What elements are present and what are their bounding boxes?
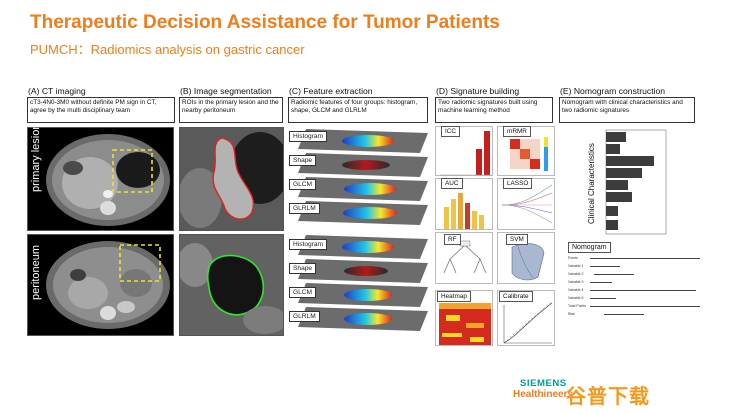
feature-layer-glcm-bottom (298, 283, 428, 307)
nomogram-row-label: Points (568, 256, 578, 260)
clinical-bar-chart (605, 129, 667, 235)
healthineers-brand: Healthineers (513, 389, 574, 400)
section-d-heading: (D) Signature building (436, 86, 520, 96)
feature-label-glrlm-top: GLRLM (289, 203, 320, 214)
nomogram-row-label: Variable 2 (568, 272, 584, 276)
rf-plot (435, 232, 493, 284)
nomogram-chart: Points Variable 1 Variable 2 Variable 3 … (568, 256, 706, 318)
nomogram-row-label: Total Points (568, 304, 587, 308)
section-c-description: Radiomic features of four groups: histog… (288, 97, 428, 123)
method-label-heatmap: Heatmap (437, 291, 471, 302)
nomogram-row-label: Risk (568, 312, 575, 316)
siemens-brand: SIEMENS (520, 378, 567, 389)
feature-layer-glrlm-bottom (298, 307, 428, 331)
label-primary-lesion: primary lesion (30, 123, 42, 192)
method-label-calibrate: Calibrate (499, 291, 533, 302)
watermark-text: 谷普下载 (566, 386, 650, 408)
feature-label-glcm-top: GLCM (289, 179, 317, 190)
section-a-heading: (A) CT imaging (28, 86, 86, 96)
feature-layer-histogram-top (298, 129, 428, 153)
section-b-heading: (B) Image segmentation (180, 86, 272, 96)
feature-label-shape-top: Shape (289, 155, 317, 166)
feature-layer-shape-bottom (298, 259, 428, 283)
method-label-lasso: LASSO (503, 178, 533, 189)
feature-layer-histogram-bottom (298, 235, 428, 259)
method-label-icc: ICC (441, 126, 461, 137)
feature-map-stack (298, 129, 428, 331)
feature-label-glrlm-bottom: GLRLM (289, 311, 320, 322)
feature-label-glcm-bottom: GLCM (289, 287, 317, 298)
section-d-description: Two radiomic signatures built using mach… (435, 97, 553, 123)
slide-title: Therapeutic Decision Assistance for Tumo… (30, 12, 500, 33)
section-c-heading: (C) Feature extraction (289, 86, 373, 96)
section-a-description: cT3-4N0-3M0 without definite PM sign in … (27, 97, 175, 123)
ct-image-peritoneum (27, 234, 174, 336)
feature-label-histogram-top: Histogram (289, 131, 328, 142)
method-label-auc: AUC (441, 178, 463, 189)
feature-label-shape-bottom: Shape (289, 263, 317, 274)
nomogram-row-label: Variable 3 (568, 280, 584, 284)
feature-label-histogram-bottom: Histogram (289, 239, 328, 250)
feature-layer-shape-top (298, 153, 428, 177)
slide-subtitle: PUMCH：Radiomics analysis on gastric canc… (30, 42, 305, 57)
section-e-heading: (E) Nomogram construction (560, 86, 666, 96)
label-peritoneum: peritoneum (30, 244, 42, 300)
feature-layer-glcm-top (298, 177, 428, 201)
section-e-description: Nomogram with clinical characteristics a… (559, 97, 695, 123)
method-label-mrmr: mRMR (503, 126, 531, 137)
nomogram-row-label: Variable 4 (568, 288, 584, 292)
method-label-rf: RF (444, 234, 461, 245)
method-label-svm: SVM (506, 234, 528, 245)
ct-image-primary (27, 127, 174, 231)
feature-layer-glrlm-top (298, 201, 428, 225)
nomogram-row-label: Variable 5 (568, 296, 584, 300)
nomogram-label: Nomogram (568, 242, 611, 253)
nomogram-row-label: Variable 1 (568, 264, 584, 268)
roi-image-primary (179, 127, 284, 231)
roi-image-peritoneum (179, 234, 284, 336)
clinical-axis-label: Clinical Characteristics (587, 143, 596, 224)
section-b-description: ROIs in the primary lesion and the nearb… (179, 97, 283, 123)
